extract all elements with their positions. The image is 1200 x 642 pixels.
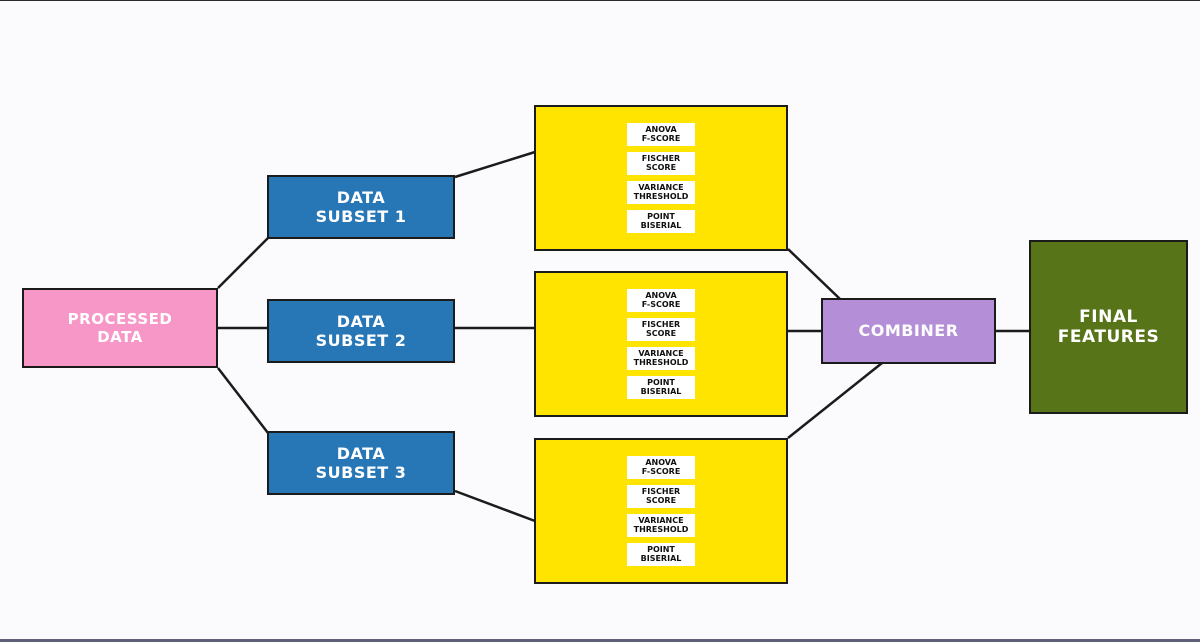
method-point-biserial: POINT BISERIAL [627,210,695,233]
method-fischer-score: FISCHER SCORE [627,485,695,508]
final-features-node: FINAL FEATURES [1029,240,1188,414]
method-variance-threshold: VARIANCE THRESHOLD [627,514,695,537]
data-subset-1-node: DATA SUBSET 1 [267,175,455,239]
method-anova-f-score: ANOVA F-SCORE [627,456,695,479]
method-point-biserial: POINT BISERIAL [627,376,695,399]
method-anova-f-score: ANOVA F-SCORE [627,289,695,312]
data-subset-3-node: DATA SUBSET 3 [267,431,455,495]
edge-processed-subset1 [217,237,269,289]
feature-selection-group-1: ANOVA F-SCORE FISCHER SCORE VARIANCE THR… [534,105,788,251]
edge-methods1-combiner [787,248,841,300]
feature-selection-group-3: ANOVA F-SCORE FISCHER SCORE VARIANCE THR… [534,438,788,584]
edge-methods3-combiner [787,362,883,439]
method-fischer-score: FISCHER SCORE [627,152,695,175]
edge-subset1-methods1 [454,150,536,179]
method-point-biserial: POINT BISERIAL [627,543,695,566]
edge-subset3-methods3 [454,489,536,523]
method-variance-threshold: VARIANCE THRESHOLD [627,181,695,204]
combiner-node: COMBINER [821,298,996,364]
edge-processed-subset3 [217,367,269,434]
processed-data-node: PROCESSED DATA [22,288,218,368]
method-anova-f-score: ANOVA F-SCORE [627,123,695,146]
feature-selection-group-2: ANOVA F-SCORE FISCHER SCORE VARIANCE THR… [534,271,788,417]
data-subset-2-node: DATA SUBSET 2 [267,299,455,363]
method-variance-threshold: VARIANCE THRESHOLD [627,347,695,370]
method-fischer-score: FISCHER SCORE [627,318,695,341]
